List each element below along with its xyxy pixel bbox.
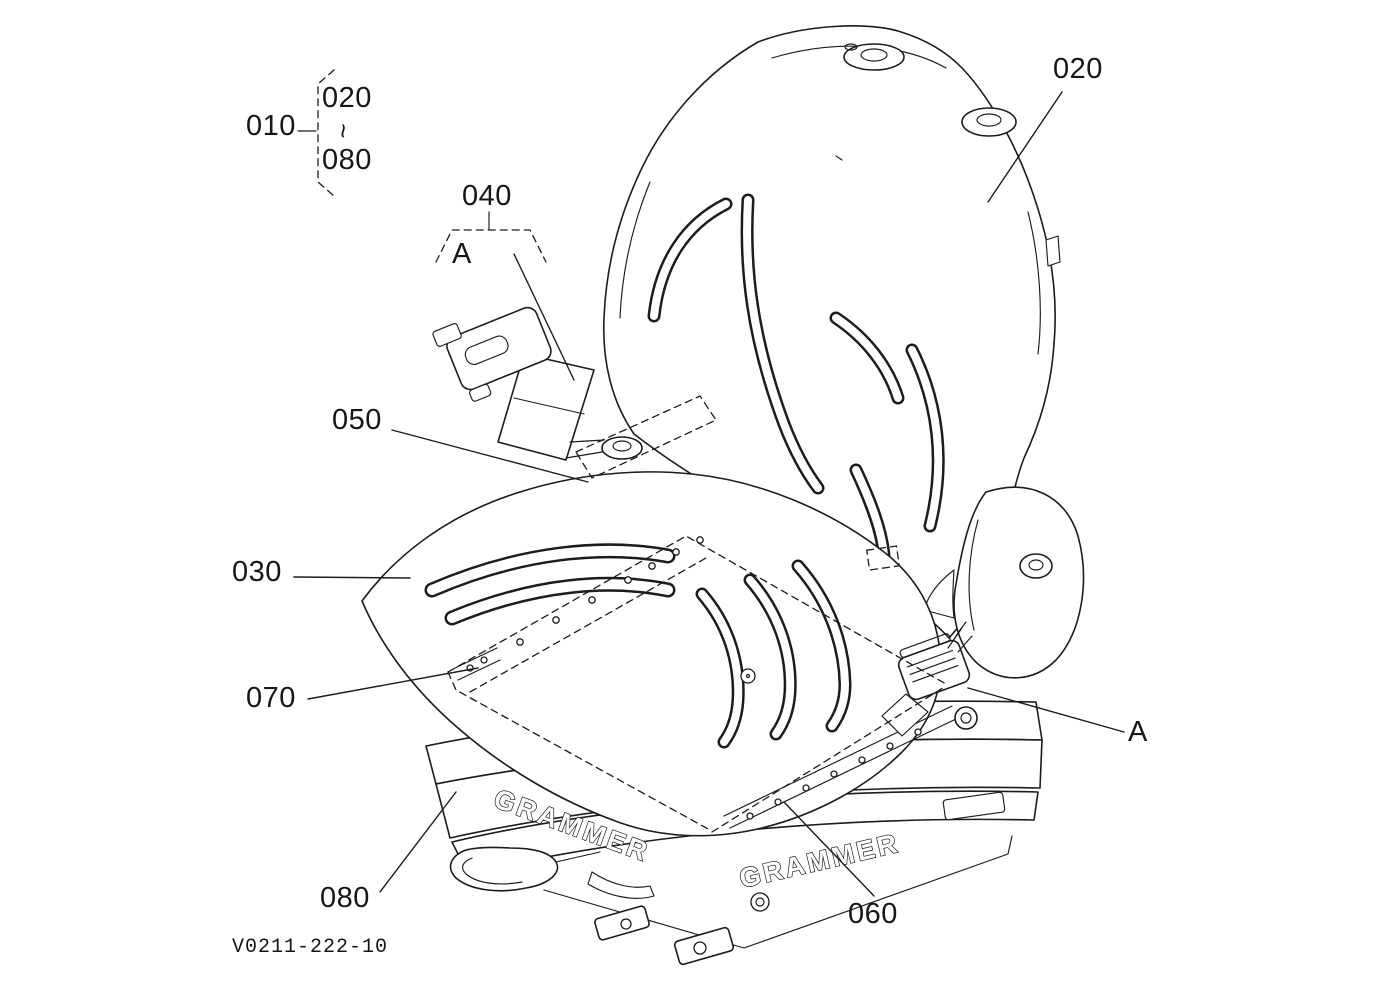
leader-lines [293,91,1125,897]
callout-group-tilde: ~ [328,123,359,139]
brand-logo-right: GRAMMER [737,828,903,894]
callout-060-slide-rail: 060 [848,898,898,930]
hidden-rail-lines [447,395,947,833]
base-feet [543,791,1013,966]
leader-030 [293,576,411,579]
callout-group-start-020: 020 [322,82,372,114]
detail-a-brace [435,229,547,263]
callout-050-front-rail: 050 [332,404,382,436]
drawing-number: V0211-222-10 [232,936,389,959]
leader-050 [391,429,589,483]
adjuster-handle [449,846,601,892]
leader-070 [307,667,479,700]
callout-080-suspension: 080 [320,882,370,914]
callout-030-cushion: 030 [232,556,282,588]
belt-stalk [432,306,643,461]
callout-020-backrest: 020 [1053,53,1103,85]
callout-070-rail-bracket: 070 [246,682,296,714]
recliner-housing [923,486,1085,679]
leader-080 [379,791,457,893]
leader-040 [513,253,575,381]
callout-group-010: 010 [246,110,296,142]
callout-graphics [297,69,547,263]
callout-detail-a-side: A [1128,716,1148,748]
leader-060 [783,801,875,897]
callout-detail-a-top: A [452,238,472,270]
release-lever [587,871,655,899]
callout-group-end-080: 080 [322,144,372,176]
backrest-stitch-channels [647,193,945,563]
callout-040-belt-stalk: 040 [462,180,512,212]
leader-020 [987,91,1063,203]
cushion-stitch-channels [424,543,852,749]
leader-detail-a [967,687,1125,733]
